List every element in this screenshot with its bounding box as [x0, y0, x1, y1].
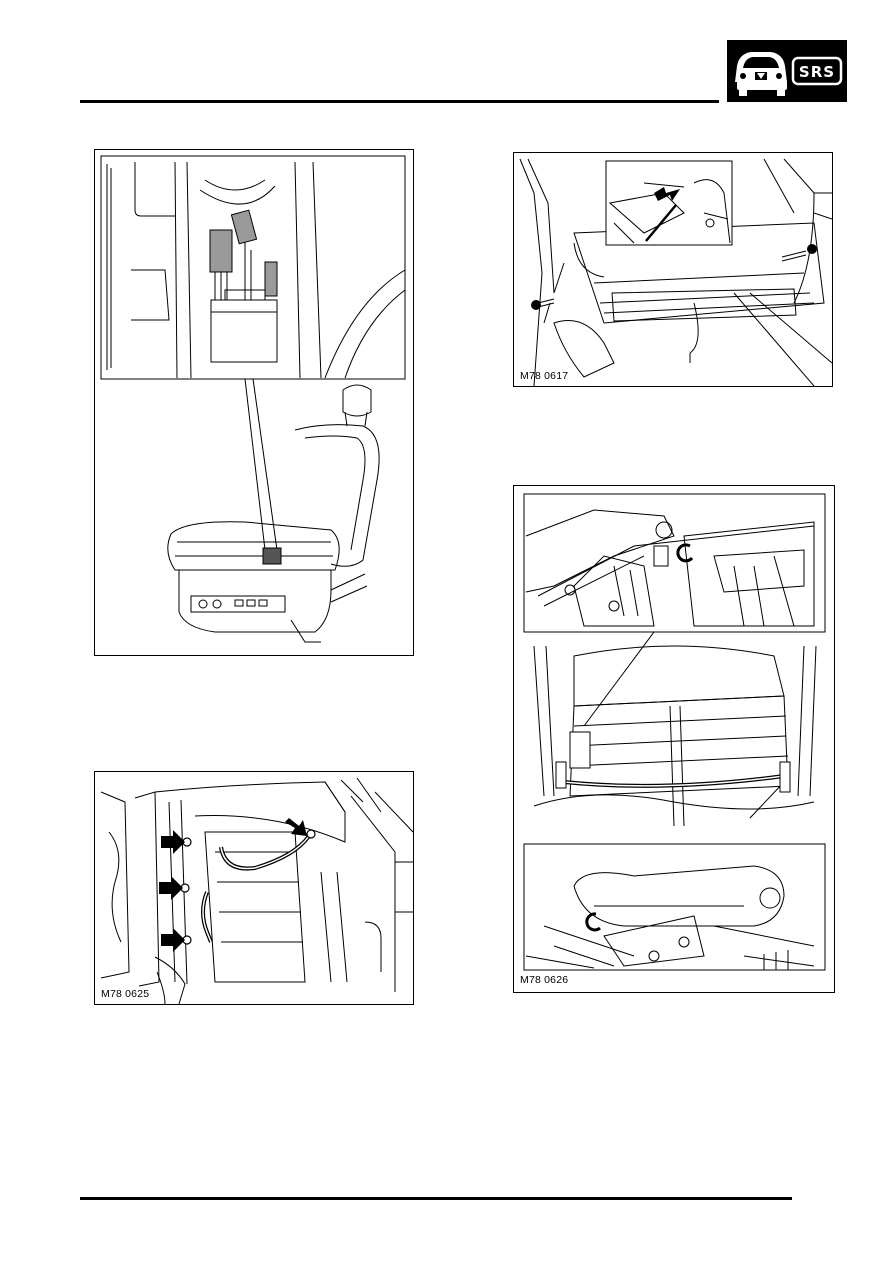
seat-clips-drawing [523, 493, 826, 971]
footer-rule [80, 1197, 792, 1200]
car-front-icon [735, 52, 843, 96]
seat-harness-drawing [100, 155, 406, 643]
figure-label: M78 0626 [520, 974, 569, 986]
figure-label: M78 0625 [101, 988, 150, 1000]
header-rule [80, 100, 719, 103]
figure-seat-harness [94, 149, 414, 656]
arrow-icon [159, 818, 307, 952]
backrest-clips-drawing [100, 777, 413, 1004]
figure-label: M78 0617 [520, 370, 569, 382]
figure-backrest-clips: M78 0625 [94, 771, 414, 1005]
bolt-icon [531, 244, 817, 310]
figure-seat-bolts: M78 0617 [513, 152, 833, 387]
srs-badge-text: SRS [798, 63, 836, 81]
figure-seat-clips: M78 0626 [513, 485, 835, 993]
seat-bolts-drawing [519, 158, 832, 386]
srs-badge: SRS [727, 40, 847, 102]
